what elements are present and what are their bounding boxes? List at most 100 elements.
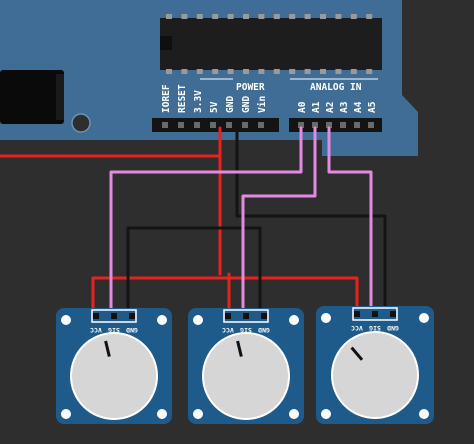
header-pin-hole [162,122,168,128]
module-pin-label: SIG [108,326,120,334]
analog-pin-label-4: A4 [353,101,364,113]
chip-pin [273,14,280,19]
power-pin-label-2: 3.3V [193,90,204,113]
header-pin-hole [226,122,232,128]
chip-pin [243,69,249,74]
header-pin-hole [298,122,304,128]
chip-pin [350,69,357,74]
module-mount-hole [193,409,203,419]
header-pin-hole [326,122,332,128]
analog-pin-label-1: A1 [311,101,322,113]
header-pin-hole [354,122,360,128]
module-pin-label: SIG [369,324,381,332]
chip-pin [243,14,249,19]
module-pin [243,313,249,319]
power-pin-label-5: GND [241,96,252,113]
header-pin-hole [194,122,200,128]
chip-pin [320,14,326,19]
wires [0,126,387,310]
analog-pin-label-5: A5 [367,101,378,113]
power-pin-label-0: IOREF [161,84,172,113]
header-pin-hole [340,122,346,128]
chip-pin [212,14,219,19]
analog-pin-label-3: A3 [339,101,350,113]
chip-pin [289,69,296,74]
module-header-outline [91,309,137,323]
signal-wire-a0 [109,126,303,310]
module-mount-hole [289,315,299,325]
header-pin-hole [368,122,374,128]
dc-jack [0,70,64,124]
chip-pin [366,69,373,74]
module-pin-labels: VCC SIG GND [90,326,138,334]
module-pin [111,313,117,319]
header-pin-hole [178,122,184,128]
microcontroller-chip [160,18,382,70]
module-pin [261,313,267,319]
knob-indicator [236,340,243,357]
header-holes [162,122,374,128]
knob [204,334,288,418]
module-pin-label: VCC [222,326,234,334]
power-pin-label-1: RESET [177,84,188,113]
chip-pin [366,14,373,19]
chip-pin [166,69,172,74]
chip-pin [212,69,219,74]
power-wire-bus [91,276,359,310]
chip-notch [160,36,172,50]
chip-pin [350,14,357,19]
module-mount-hole [157,409,167,419]
chip-pin [304,14,311,19]
module-mount-hole [157,315,167,325]
module-pin-label: GND [258,326,270,334]
knob-indicator [350,346,364,361]
module-mount-hole [419,409,429,419]
module-mount-hole [61,315,71,325]
mounting-hole [71,113,91,133]
chip-pin [258,14,265,19]
chip-pin [335,14,342,19]
chip-pin [196,14,203,19]
chip-pin [196,69,203,74]
signal-wire-a2 [327,126,373,310]
chip-pin [181,69,188,74]
knob-indicator [104,340,111,357]
signal-wire-a1 [241,126,317,310]
module-pin-label: VCC [90,326,102,334]
module-mount-hole [321,409,331,419]
potentiometer-module-1: VCC SIG GND [56,308,172,424]
module-mount-hole [61,409,71,419]
module-mount-hole [289,409,299,419]
analog-header [289,118,382,132]
chip-pin [320,69,326,74]
chip-pin [335,69,342,74]
chip-pin [181,14,188,19]
module-pin-label: GND [126,326,138,334]
chip-pin [227,69,234,74]
power-section-label: POWER [236,82,265,93]
header-pin-hole [312,122,318,128]
module-pin [390,311,396,317]
module-header-outline [223,309,269,323]
chip-pin [304,69,311,74]
header-pin-hole [242,122,248,128]
chip-pin [273,69,280,74]
power-pin-label-6: Vin [257,96,268,113]
dc-jack-edge [56,74,64,120]
knob [333,333,417,417]
header-pin-hole [210,122,216,128]
chip-pin [289,14,296,19]
chip-pin [227,14,234,19]
chip-pins [166,14,373,74]
module-pin [354,311,360,317]
module-pin [93,313,99,319]
module-mount-hole [419,313,429,323]
module-mount-hole [193,315,203,325]
